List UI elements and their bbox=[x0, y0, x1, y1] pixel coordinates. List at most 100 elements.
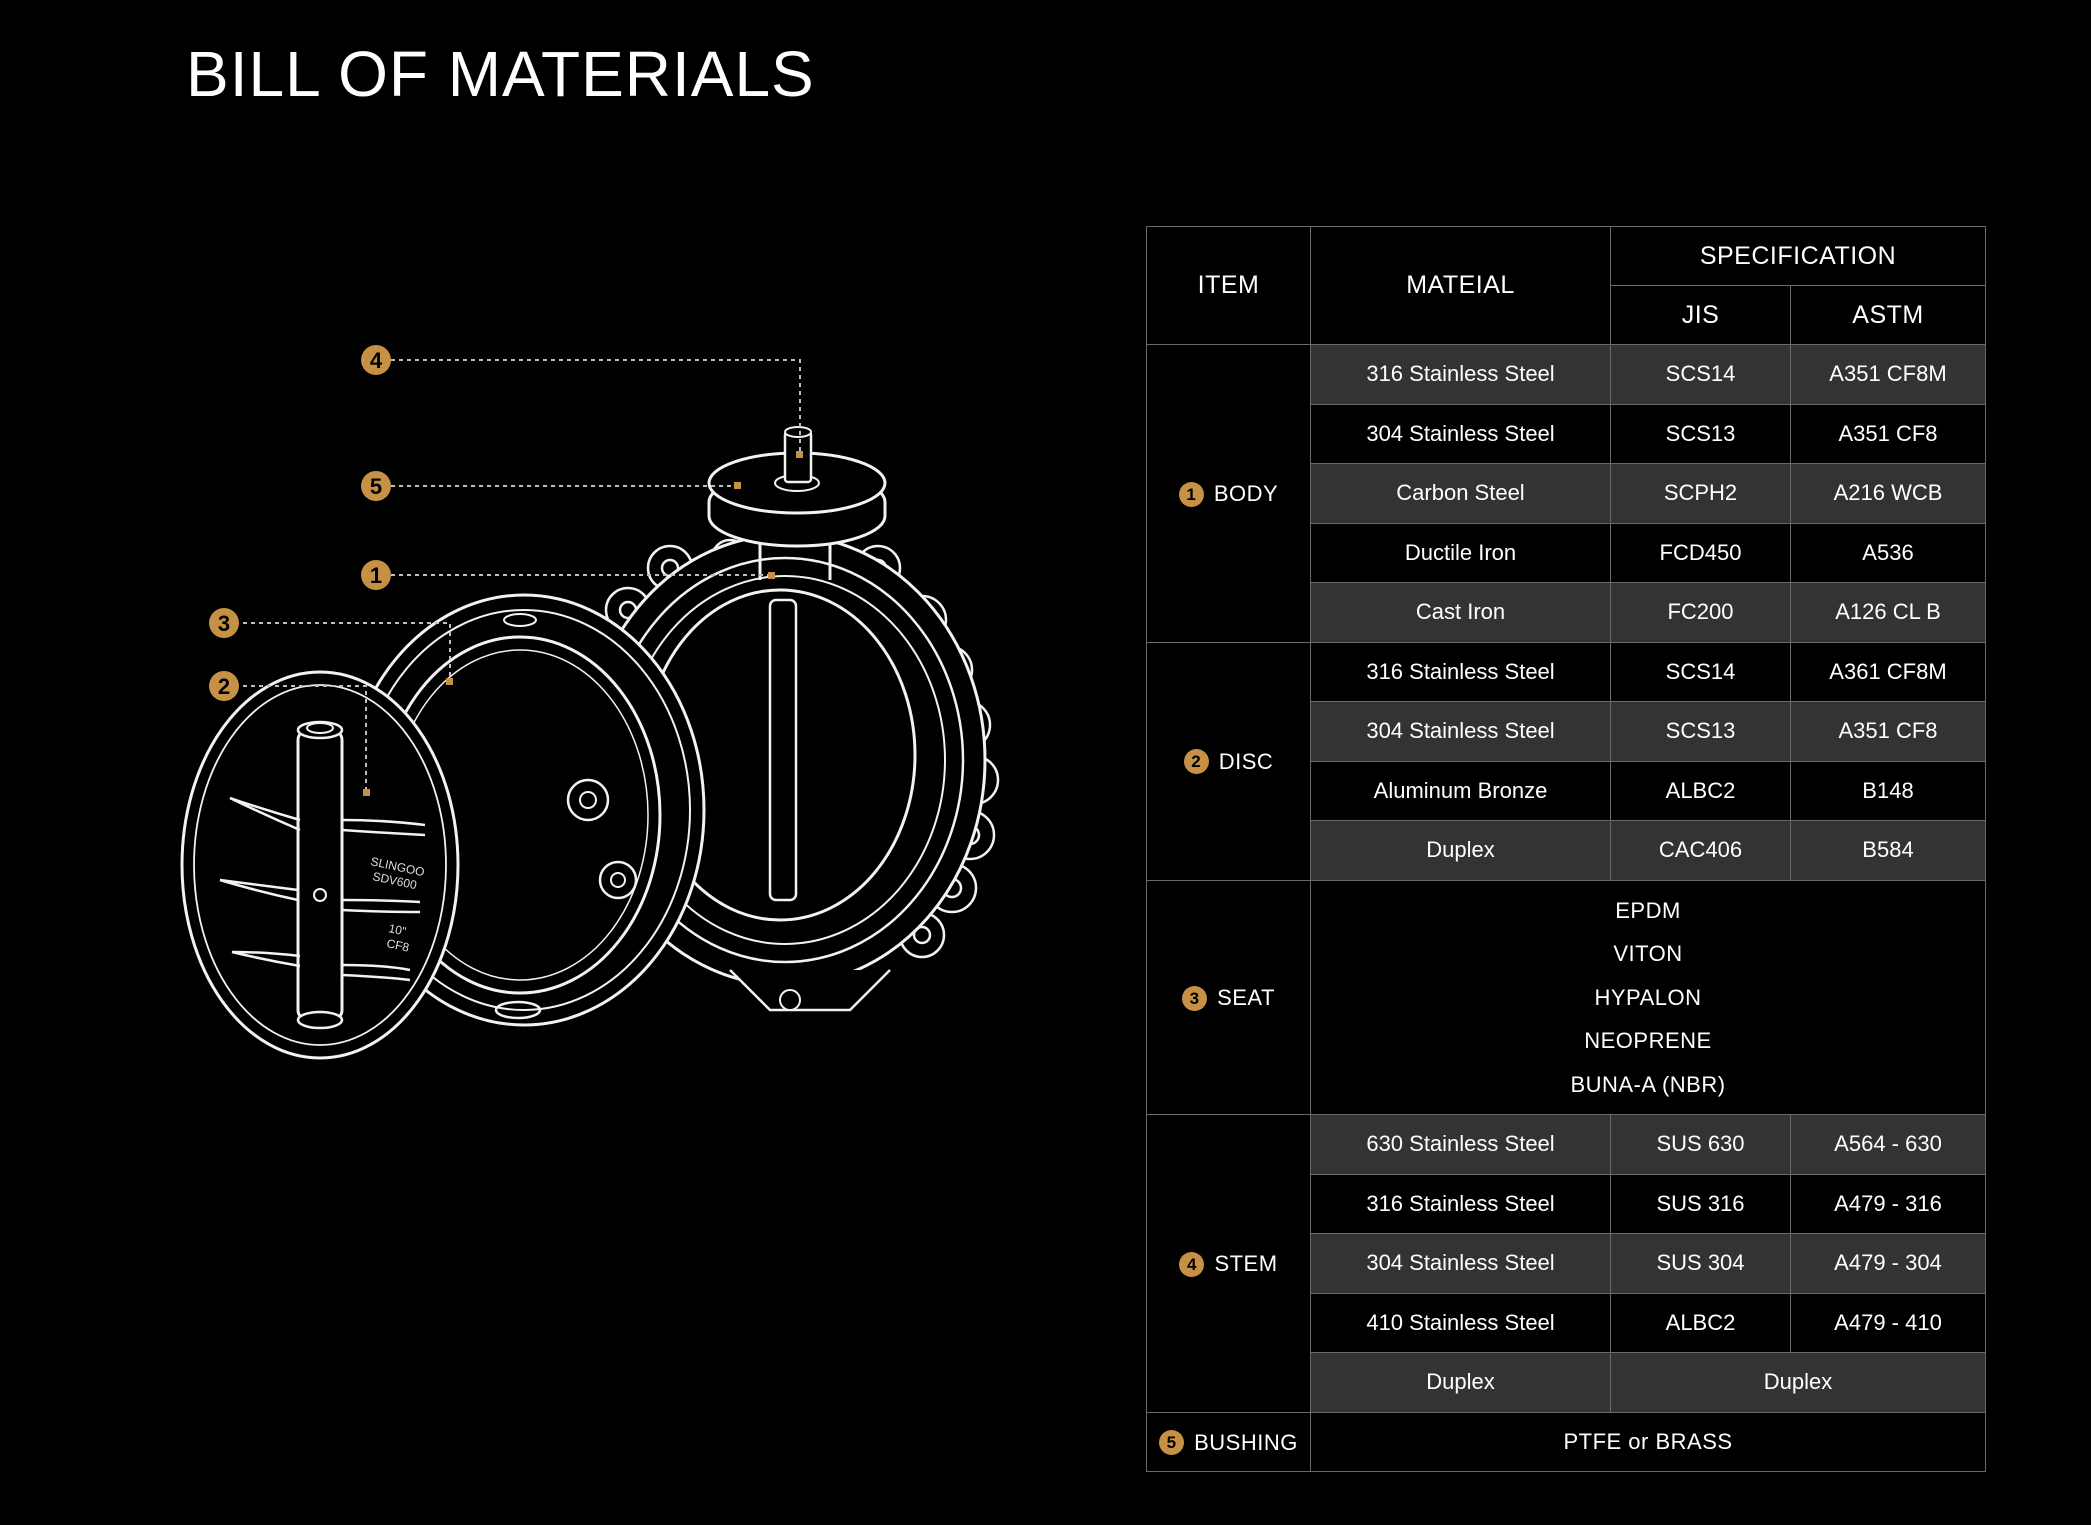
header-astm: ASTM bbox=[1790, 285, 1986, 345]
astm-cell: B584 bbox=[1790, 820, 1986, 881]
callout-markers bbox=[363, 451, 803, 796]
astm-cell: A536 bbox=[1790, 522, 1986, 583]
spec-cell: Duplex bbox=[1610, 1352, 1986, 1413]
jis-cell: ALBC2 bbox=[1610, 760, 1791, 821]
table-subheader-row: JIS ASTM bbox=[1147, 285, 1986, 345]
item-badge: 2 bbox=[1183, 749, 1209, 775]
seat-material: EPDM bbox=[1615, 897, 1681, 923]
item-badge: 4 bbox=[1179, 1251, 1205, 1277]
table-header-row: ITEM MATEIAL SPECIFICATION bbox=[1146, 226, 1986, 345]
jis-cell: SCS14 bbox=[1610, 344, 1791, 405]
callout-3-label: 3 bbox=[218, 611, 230, 636]
material-cell: 304 Stainless Steel bbox=[1310, 403, 1611, 464]
astm-cell: A479 - 316 bbox=[1790, 1173, 1986, 1234]
material-cell: Carbon Steel bbox=[1310, 463, 1611, 524]
callout-4: 4 bbox=[361, 345, 391, 375]
seat-ring-drawing bbox=[342, 593, 706, 1027]
bill-of-materials-table: ITEM MATEIAL SPECIFICATION JIS ASTM 1 BO… bbox=[1146, 226, 1986, 1472]
material-cell: 316 Stainless Steel bbox=[1310, 1173, 1611, 1234]
jis-cell: SCPH2 bbox=[1610, 463, 1791, 524]
item-badge: 3 bbox=[1182, 985, 1208, 1011]
callout-2-label: 2 bbox=[218, 674, 230, 699]
jis-cell: FC200 bbox=[1610, 582, 1791, 643]
callout-5-label: 5 bbox=[370, 474, 382, 499]
header-jis: JIS bbox=[1610, 285, 1791, 345]
callout-4-label: 4 bbox=[370, 348, 383, 373]
callout-1: 1 bbox=[361, 560, 391, 590]
jis-cell: CAC406 bbox=[1610, 820, 1791, 881]
material-cell: 410 Stainless Steel bbox=[1310, 1292, 1611, 1353]
table-row: 410 Stainless Steel ALBC2 A479 - 410 bbox=[1147, 1292, 1986, 1353]
astm-cell: A479 - 304 bbox=[1790, 1233, 1986, 1294]
callout-1-label: 1 bbox=[370, 563, 382, 588]
callout-5: 5 bbox=[361, 471, 391, 501]
material-cell: 630 Stainless Steel bbox=[1310, 1114, 1611, 1175]
material-cell: Duplex bbox=[1310, 1352, 1611, 1413]
jis-cell: SUS 304 bbox=[1610, 1233, 1791, 1294]
item-body: 1 BODY bbox=[1146, 344, 1311, 643]
astm-cell: A216 WCB bbox=[1790, 463, 1986, 524]
table-row: 4 STEM 630 Stainless Steel SUS 630 A564 … bbox=[1146, 1114, 1986, 1413]
table-row: Duplex CAC406 B584 bbox=[1147, 820, 1986, 881]
material-cell: 304 Stainless Steel bbox=[1310, 1233, 1611, 1294]
item-label: SEAT bbox=[1217, 985, 1275, 1010]
table-row: 3 SEAT EPDM VITON HYPALON NEOPRENE BUNA-… bbox=[1146, 879, 1986, 1115]
item-badge: 5 bbox=[1159, 1430, 1185, 1455]
item-label: BODY bbox=[1213, 481, 1279, 506]
table-row: 316 Stainless Steel SUS 316 A479 - 316 bbox=[1147, 1173, 1986, 1234]
table-row: 2 DISC 316 Stainless Steel SCS14 A361 CF… bbox=[1146, 641, 1986, 881]
astm-cell: A564 - 630 bbox=[1790, 1114, 1986, 1175]
material-cell: 304 Stainless Steel bbox=[1310, 701, 1611, 762]
bushing-material-cell: PTFE or BRASS bbox=[1310, 1411, 1986, 1472]
seat-material: VITON bbox=[1613, 941, 1683, 966]
table-row: Carbon Steel SCPH2 A216 WCB bbox=[1147, 463, 1986, 524]
material-cell: Cast Iron bbox=[1310, 582, 1611, 643]
item-seat: 3 SEAT bbox=[1146, 879, 1311, 1115]
item-disc: 2 DISC bbox=[1146, 641, 1311, 881]
item-label: STEM bbox=[1214, 1251, 1278, 1276]
header-specification: SPECIFICATION bbox=[1610, 226, 1986, 286]
valve-illustration: SLINGOO SDV600 10" CF8 4 5 bbox=[180, 345, 1000, 1060]
astm-cell: A479 - 410 bbox=[1790, 1292, 1986, 1353]
table-row: 1 BODY 316 Stainless Steel SCS14 A351 CF… bbox=[1146, 344, 1986, 643]
table-row: Duplex Duplex bbox=[1147, 1352, 1986, 1413]
table-row: 5 BUSHING PTFE or BRASS bbox=[1146, 1411, 1986, 1472]
material-cell: Aluminum Bronze bbox=[1310, 760, 1611, 821]
callout-leaders bbox=[235, 359, 801, 792]
item-badge: 1 bbox=[1178, 481, 1204, 507]
astm-cell: B148 bbox=[1790, 760, 1986, 821]
jis-cell: SCS13 bbox=[1610, 701, 1791, 762]
seat-material: BUNA-A (NBR) bbox=[1570, 1071, 1726, 1097]
item-bushing: 5 BUSHING bbox=[1146, 1411, 1311, 1472]
page-title: BILL OF MATERIALS bbox=[186, 38, 815, 110]
astm-cell: A126 CL B bbox=[1790, 582, 1986, 643]
jis-cell: SCS13 bbox=[1610, 403, 1791, 464]
astm-cell: A361 CF8M bbox=[1790, 641, 1986, 702]
disc-marking-4: CF8 bbox=[385, 936, 410, 954]
jis-cell: FCD450 bbox=[1610, 522, 1791, 583]
jis-cell: SUS 316 bbox=[1610, 1173, 1791, 1234]
astm-cell: A351 CF8M bbox=[1790, 344, 1986, 405]
header-item: ITEM bbox=[1146, 226, 1311, 345]
jis-cell: ALBC2 bbox=[1610, 1292, 1791, 1353]
item-stem: 4 STEM bbox=[1146, 1114, 1311, 1413]
astm-cell: A351 CF8 bbox=[1790, 701, 1986, 762]
callout-2: 2 bbox=[209, 671, 239, 701]
disc-marking-3: 10" bbox=[387, 921, 407, 938]
jis-cell: SCS14 bbox=[1610, 641, 1791, 702]
material-cell: 316 Stainless Steel bbox=[1310, 641, 1611, 702]
table-row: Aluminum Bronze ALBC2 B148 bbox=[1147, 760, 1986, 821]
material-cell: Ductile Iron bbox=[1310, 522, 1611, 583]
seat-materials-cell: EPDM VITON HYPALON NEOPRENE BUNA-A (NBR) bbox=[1310, 879, 1986, 1115]
item-label: DISC bbox=[1218, 748, 1274, 774]
seat-material: HYPALON bbox=[1594, 984, 1702, 1010]
table-row: 304 Stainless Steel SCS13 A351 CF8 bbox=[1147, 701, 1986, 762]
table-row: Cast Iron FC200 A126 CL B bbox=[1147, 582, 1986, 643]
astm-cell: A351 CF8 bbox=[1790, 403, 1986, 464]
jis-cell: SUS 630 bbox=[1610, 1114, 1791, 1175]
disc-drawing: SLINGOO SDV600 10" CF8 bbox=[180, 670, 460, 1060]
table-row: 304 Stainless Steel SUS 304 A479 - 304 bbox=[1147, 1233, 1986, 1294]
valve-exploded-diagram: SLINGOO SDV600 10" CF8 4 5 bbox=[170, 320, 1050, 1100]
material-cell: Duplex bbox=[1310, 820, 1611, 881]
header-material: MATEIAL bbox=[1310, 226, 1611, 345]
